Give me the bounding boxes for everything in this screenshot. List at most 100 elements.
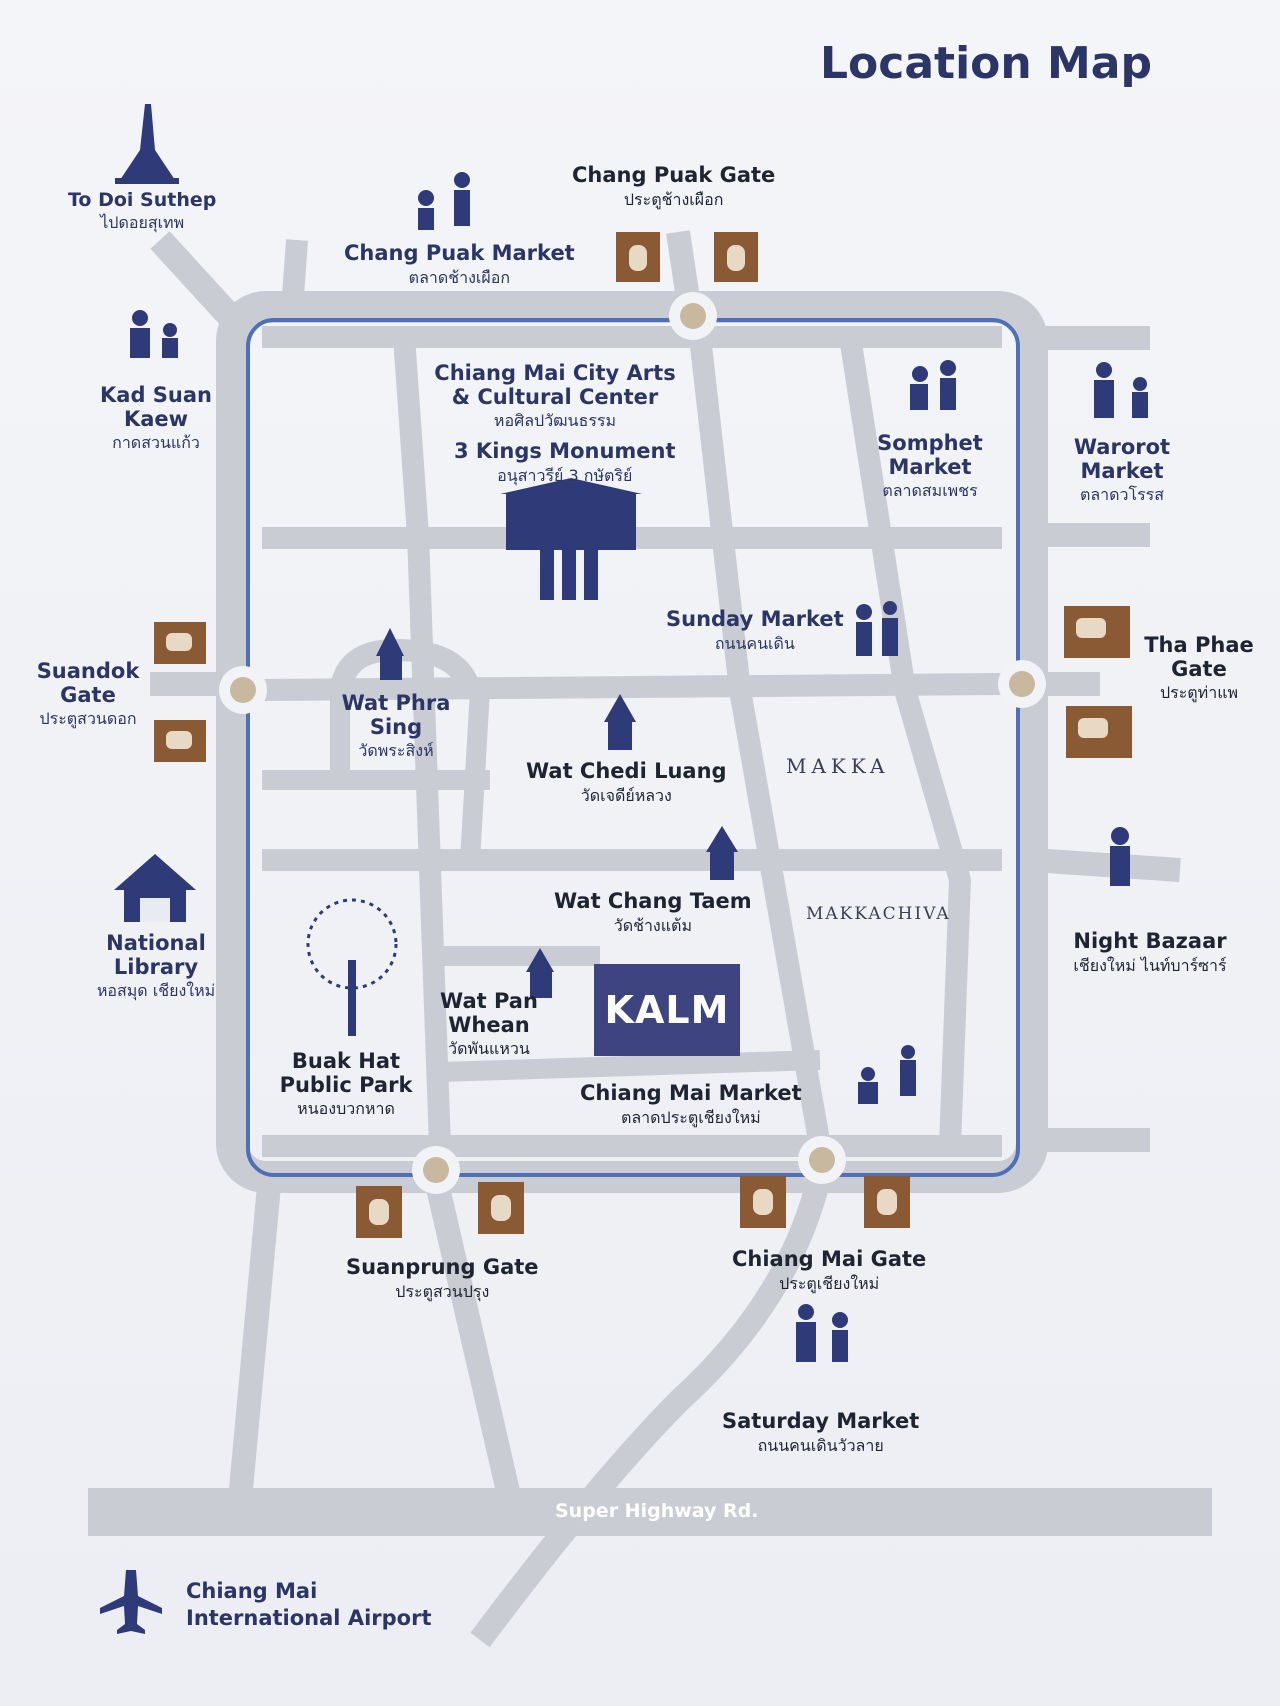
road-ratchadamnoen [261, 673, 1003, 701]
label-en: Warorot Market [1073, 435, 1171, 483]
people-icon [1094, 362, 1148, 418]
label-en: Chang Puak Market [344, 241, 575, 265]
airport-label: Chiang Mai International Airport [186, 1578, 431, 1633]
library-icon [114, 854, 196, 922]
label-th: วัดช้างแต้ม [613, 915, 692, 935]
place-label-wat-chedi-luang: Wat Chedi Luang วัดเจดีย์หลวง [526, 759, 727, 805]
road-night-bazaar [1031, 848, 1181, 882]
label-th: ไปดอยสุเทพ [100, 213, 185, 233]
label-en: Wat Pan Whean [440, 989, 538, 1037]
label-th: ตลาดประตูเชียงใหม่ [620, 1107, 761, 1127]
hotel-marker[interactable]: KALM [594, 964, 740, 1056]
gate-icon [864, 1176, 910, 1228]
road-inner-v2 [689, 335, 831, 1148]
place-label-wat-phra-sing: Wat Phra Sing วัดพระสิงห์ [336, 691, 456, 761]
place-label-sunday-market: Sunday Market ถนนคนเดิน [666, 607, 844, 653]
gate-icon [740, 1176, 786, 1228]
place-label-somphet: Somphet Market ตลาดสมเพชร [872, 431, 988, 501]
label-th: หนองบวกหาด [297, 1099, 395, 1119]
place-label-night-bazaar: Night Bazaar เชียงใหม่ ไนท์บาร์ซาร์ [1070, 929, 1230, 975]
place-label-chang-puak-market: Chang Puak Market ตลาดช้างเผือก [344, 241, 575, 287]
road-doi-suthep [150, 231, 245, 331]
label-en: Chang Puak Gate [572, 163, 776, 187]
road-label-super-highway: Super Highway Rd. [555, 1500, 759, 1522]
label-en: Sunday Market [666, 607, 844, 631]
people-icon [796, 1304, 848, 1362]
people-icon [418, 172, 470, 230]
label-en: Wat Phra Sing [341, 691, 451, 739]
place-label-chiang-mai-market: Chiang Mai Market ตลาดประตูเชียงใหม่ [580, 1081, 802, 1127]
temple-icon [604, 694, 636, 750]
road-inner-h5 [439, 1050, 821, 1082]
gate-icon [154, 622, 206, 664]
label-en: Wat Chang Taem [554, 889, 752, 913]
place-label-doi-suthep: To Doi Suthep ไปดอยสุเทพ [68, 189, 217, 233]
label-th: ประตูสวนดอก [39, 709, 137, 729]
people-icon [130, 310, 178, 358]
gate-label-suanprung: Suanprung Gate ประตูสวนปรุง [346, 1255, 539, 1300]
people-icon [856, 601, 898, 656]
landmark-icons [100, 104, 738, 1634]
roundabout-center [423, 1157, 449, 1183]
gate-icon [478, 1182, 524, 1234]
roundabout-center [230, 677, 256, 703]
label-th: ถนนคนเดิน [714, 633, 795, 653]
people-icon [910, 360, 956, 410]
place-label-warorot: Warorot Market ตลาดวโรรส [1064, 435, 1180, 505]
label-th: วัดเจดีย์หลวง [580, 785, 672, 805]
roundabout-center [680, 303, 706, 329]
place-label-buak-hat: Buak Hat Public Park หนองบวกหาด [276, 1049, 416, 1119]
people-icon [1110, 827, 1130, 886]
label-th: ตลาดสมเพชร [882, 481, 978, 501]
gate-label-suandok: Suandok Gate ประตูสวนดอก [28, 659, 148, 729]
place-label-kad-suan-kaew: Kad Suan Kaew กาดสวนแก้ว [96, 383, 216, 453]
label-th: ตลาดวโรรส [1079, 485, 1165, 505]
gate-label-tha-phae: Tha Phae Gate ประตูท่าแพ [1144, 633, 1254, 703]
label-th: กาดสวนแก้ว [112, 433, 200, 453]
chedi-icon [115, 104, 179, 184]
airplane-icon [100, 1570, 162, 1634]
gate-icon [1064, 606, 1130, 658]
label-en: Chiang Mai Market [580, 1081, 802, 1105]
market-people-icons [130, 172, 1148, 1362]
label-th: ตลาดช้างเผือก [408, 267, 511, 287]
label-en: Saturday Market [722, 1409, 920, 1433]
city-moat [246, 318, 1020, 1177]
place-label-arts-center: Chiang Mai City Arts & Cultural Center ห… [430, 361, 680, 431]
airport-line-1: Chiang Mai [186, 1579, 318, 1603]
label-th: ประตูท่าแพ [1159, 683, 1239, 703]
makka-brand-label: MAKKA [786, 754, 890, 778]
temple-icon [706, 826, 738, 880]
road-inner-v1 [393, 336, 451, 1147]
label-th: เชียงใหม่ ไนท์บาร์ซาร์ [1073, 955, 1227, 975]
label-en: Wat Chedi Luang [526, 759, 727, 783]
label-th: ถนนคนเดินวัวลาย [757, 1435, 884, 1455]
road-suanprung-south [423, 1172, 522, 1503]
three-kings-monument-icon [500, 478, 642, 600]
gate-icon [616, 232, 660, 282]
place-label-wat-pan-whean: Wat Pan Whean วัดพันแหวน [424, 989, 554, 1059]
label-en: Tha Phae Gate [1144, 633, 1254, 681]
gate-label-chiang-mai: Chiang Mai Gate ประตูเชียงใหม่ [732, 1247, 926, 1293]
label-en: National Library [106, 931, 206, 979]
roundabouts [219, 292, 1046, 1194]
place-label-national-library: National Library หอสมุด เชียงใหม่ [96, 931, 216, 1000]
label-en: Suandok Gate [36, 659, 140, 707]
place-label-wat-chang-taem: Wat Chang Taem วัดช้างแต้ม [554, 889, 752, 935]
temple-icon [526, 948, 554, 998]
gate-label-chang-puak: Chang Puak Gate ประตูช้างเผือก [572, 163, 776, 208]
road-top-left [281, 239, 308, 311]
gate-icons [154, 232, 1132, 1238]
label-th: หอศิลปวัฒนธรรม [493, 411, 617, 431]
roundabout-center [809, 1147, 835, 1173]
label-th: วัดพันแหวน [448, 1039, 530, 1059]
label-th: วัดพระสิงห์ [358, 741, 434, 761]
label-en: To Doi Suthep [68, 189, 217, 211]
label-th: ประตูเชียงใหม่ [779, 1273, 880, 1293]
gate-icon [154, 720, 206, 762]
makkachiva-brand-label: MAKKACHIVA [806, 904, 951, 924]
label-en: Night Bazaar [1073, 929, 1227, 953]
place-label-three-kings: 3 Kings Monument อนุสาวรีย์ 3 กษัตริย์ [454, 439, 676, 484]
airport-line-2: International Airport [186, 1606, 432, 1631]
